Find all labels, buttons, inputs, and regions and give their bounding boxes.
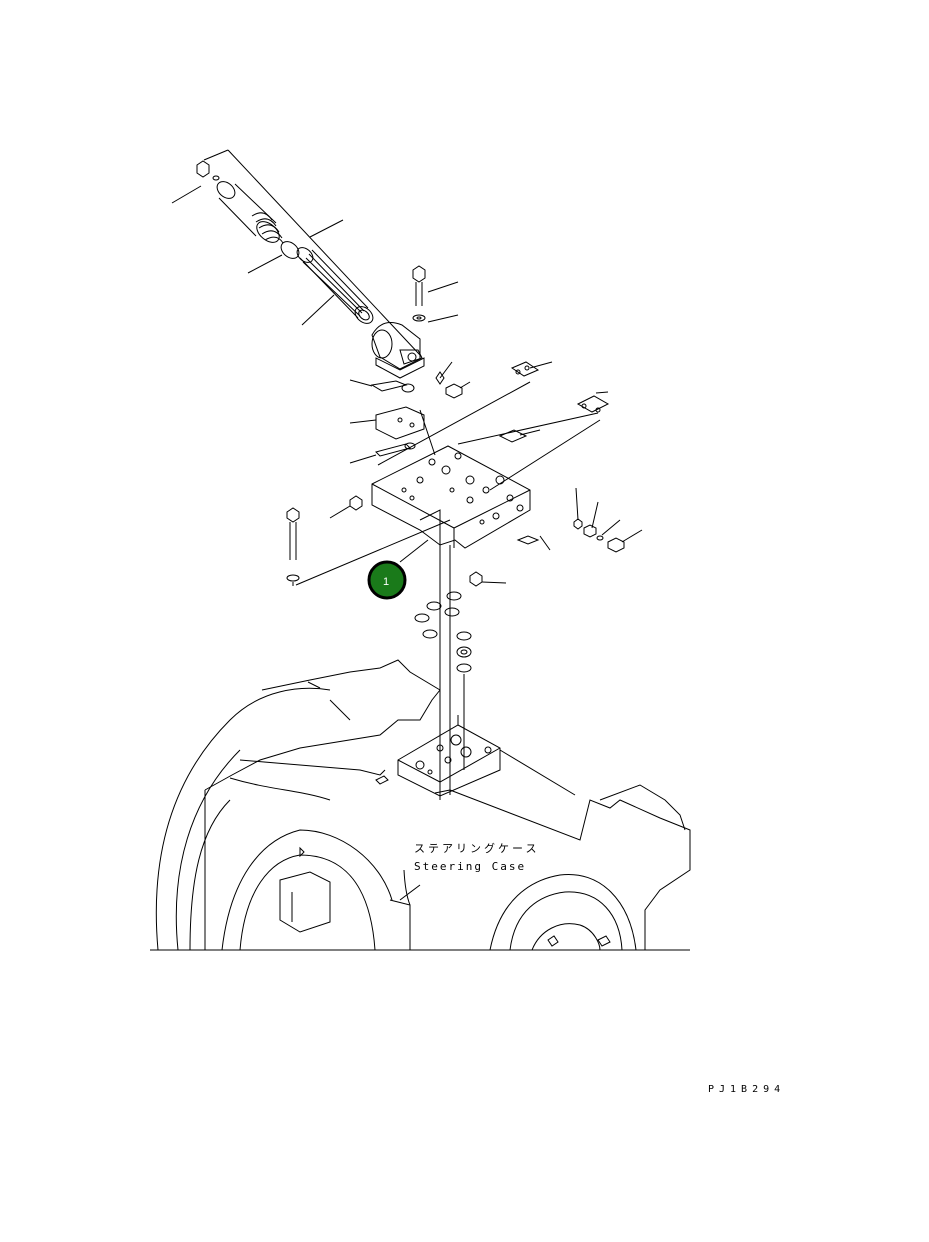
drawing-code: PJ1B294 (708, 1084, 785, 1095)
callout-1[interactable]: 1 (367, 539, 429, 600)
o-rings (414, 540, 472, 800)
valve-block (295, 381, 601, 587)
steering-case (150, 659, 691, 951)
case-label-ja: ステアリングケース (414, 841, 539, 855)
brackets (349, 379, 436, 464)
callout-marker[interactable] (367, 560, 407, 600)
long-bolt (286, 507, 300, 586)
mounting-plate (397, 715, 576, 797)
side-fittings (516, 487, 643, 553)
upper-fasteners (412, 265, 610, 413)
callout-number: 1 (383, 576, 389, 588)
tube-assembly (171, 149, 425, 379)
case-label: ステアリングケース Steering Case (414, 841, 539, 873)
case-label-en: Steering Case (414, 860, 526, 873)
